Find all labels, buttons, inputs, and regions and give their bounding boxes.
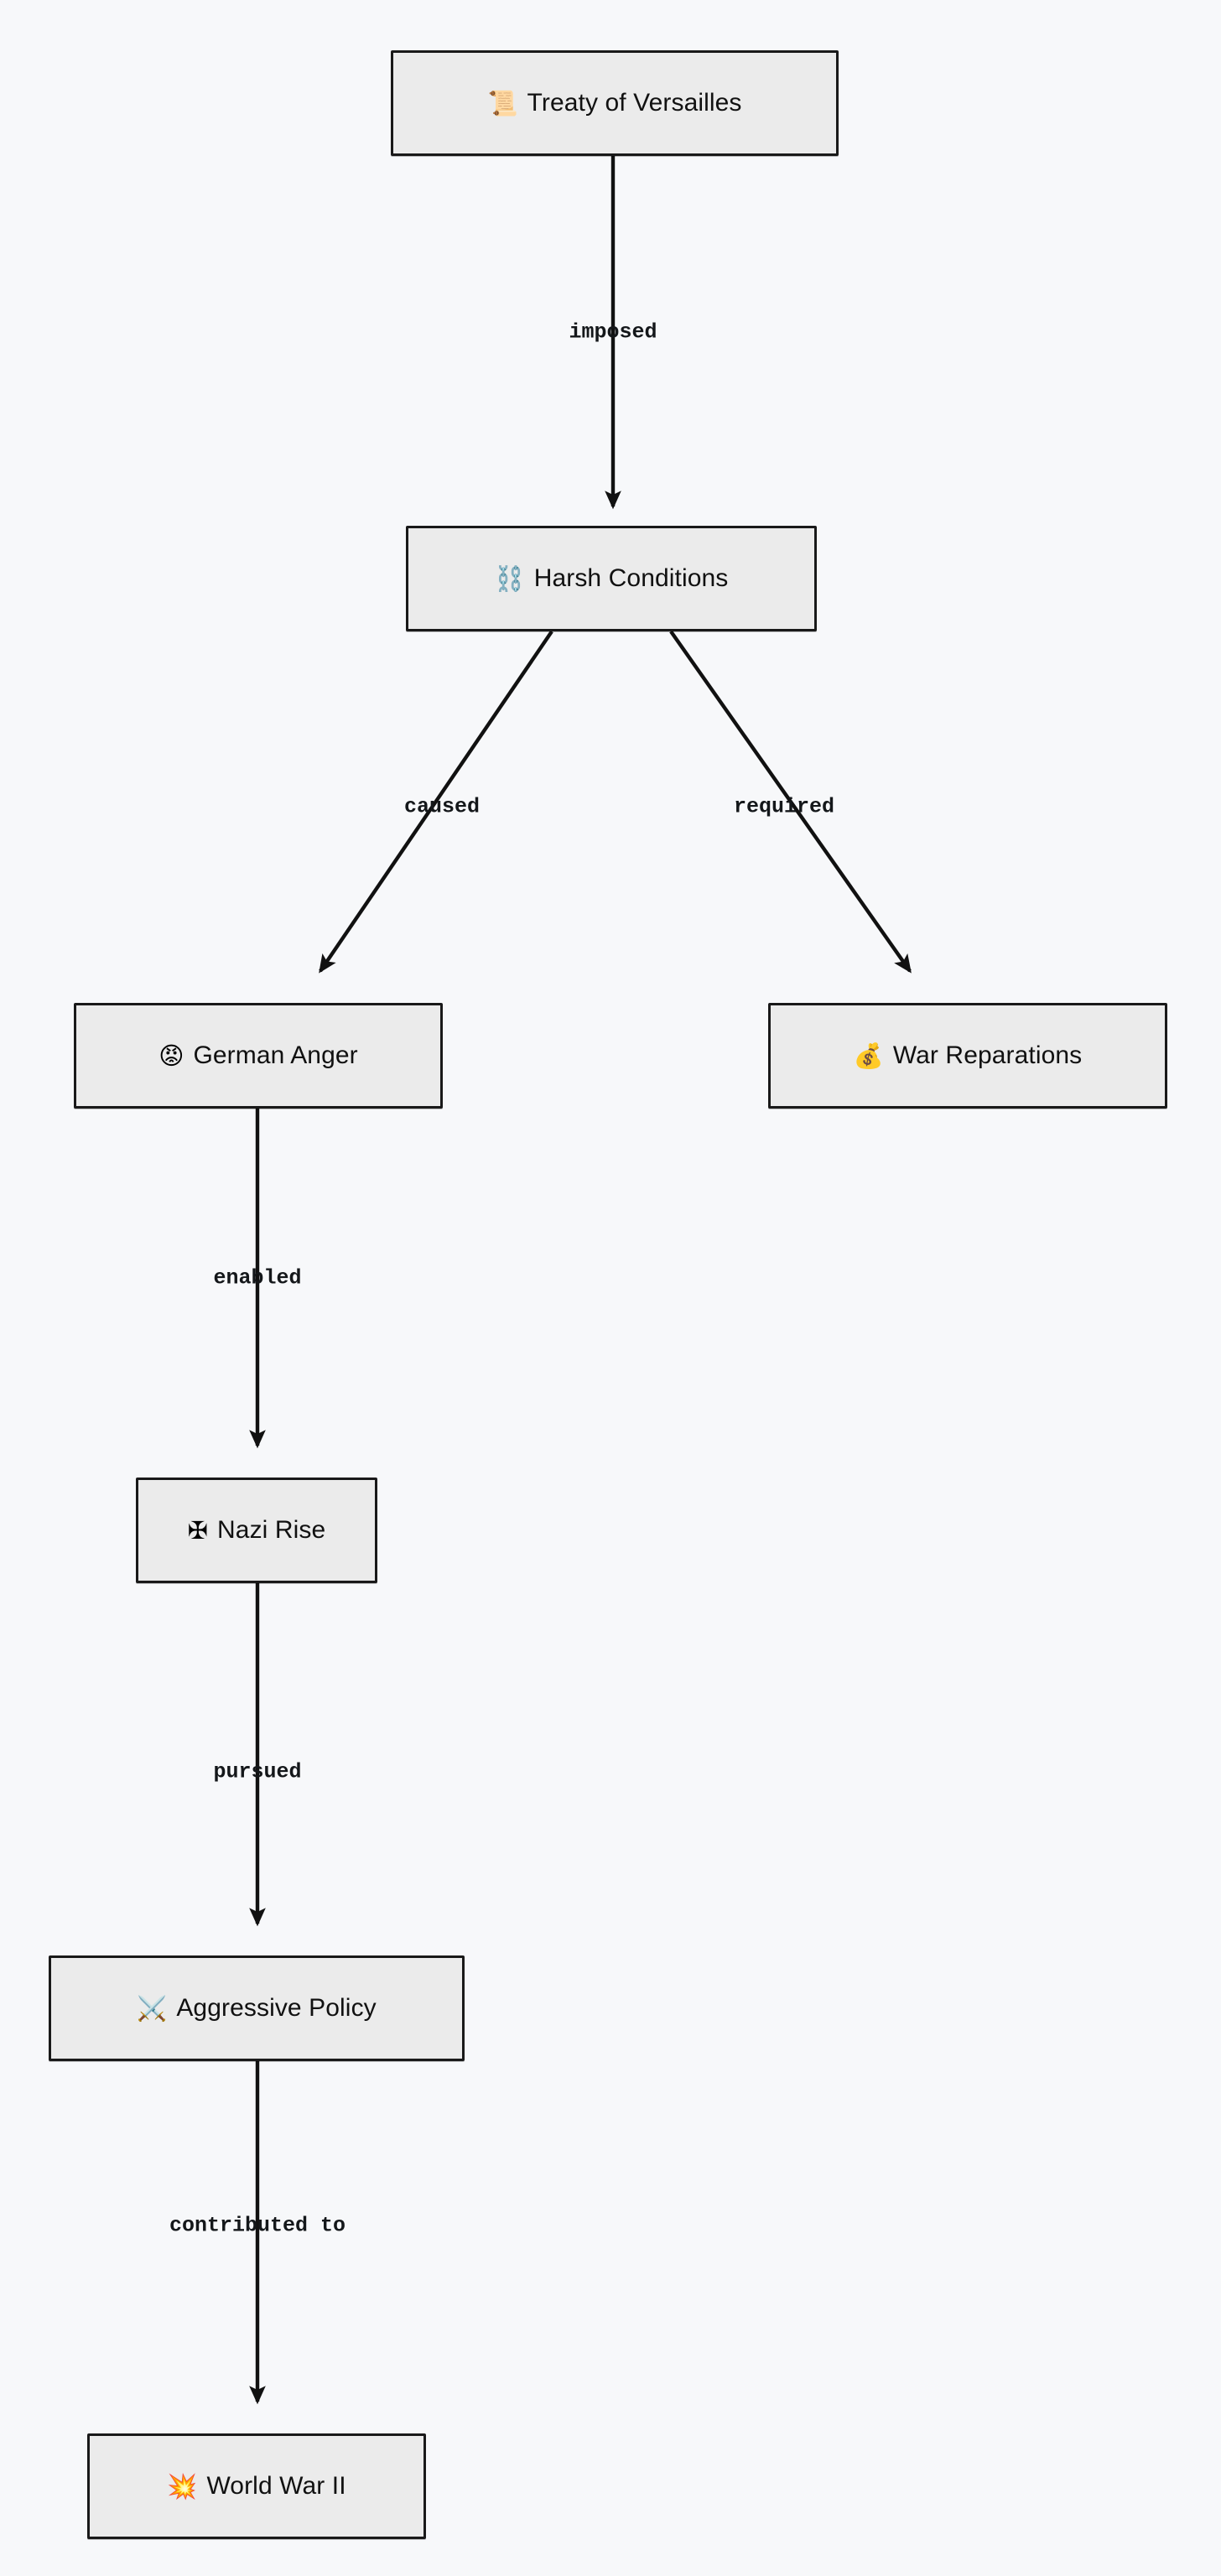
node-ww2[interactable]: 💥 World War II (87, 2433, 426, 2539)
node-label-nazi: Nazi Rise (217, 1516, 326, 1544)
collision-icon: 💥 (167, 2471, 198, 2501)
node-reparations[interactable]: 💰 War Reparations (768, 1003, 1167, 1109)
edge-label-e4: enabled (213, 1265, 302, 1291)
edge-label-e2: caused (403, 794, 481, 819)
node-content-reparations: 💰 War Reparations (854, 1043, 1083, 1068)
node-content-nazi: ✠ Nazi Rise (188, 1518, 326, 1543)
node-label-reparations: War Reparations (892, 1041, 1083, 1069)
chains-icon: ⛓️ (494, 564, 525, 593)
edge-label-e1: imposed (569, 319, 657, 345)
node-content-policy: ⚔️ Aggressive Policy (137, 1996, 377, 2021)
node-anger[interactable]: 😡 German Anger (74, 1003, 443, 1109)
node-nazi[interactable]: ✠ Nazi Rise (136, 1478, 377, 1583)
node-label-ww2: World War II (206, 2472, 346, 2500)
node-content-treaty: 📜 Treaty of Versailles (487, 91, 741, 116)
edge-label-e5: pursued (213, 1759, 302, 1784)
node-label-treaty: Treaty of Versailles (527, 89, 742, 117)
node-content-harsh: ⛓️ Harsh Conditions (495, 566, 729, 591)
node-content-ww2: 💥 World War II (167, 2474, 346, 2499)
cross-pattee-icon: ✠ (187, 1515, 209, 1545)
edge-label-e6: contributed to (169, 2213, 346, 2238)
edge-label-e3: required (733, 794, 835, 819)
money-bag-icon: 💰 (853, 1041, 884, 1070)
angry-face-icon: 😡 (158, 1041, 184, 1070)
node-label-harsh: Harsh Conditions (533, 564, 729, 592)
node-harsh[interactable]: ⛓️ Harsh Conditions (406, 526, 817, 631)
node-label-anger: German Anger (193, 1041, 358, 1069)
node-policy[interactable]: ⚔️ Aggressive Policy (49, 1955, 465, 2061)
scroll-icon: 📜 (487, 88, 518, 117)
node-treaty[interactable]: 📜 Treaty of Versailles (391, 50, 839, 156)
node-label-policy: Aggressive Policy (176, 1994, 377, 2022)
crossed-swords-icon: ⚔️ (137, 1993, 168, 2023)
node-content-anger: 😡 German Anger (158, 1043, 358, 1068)
